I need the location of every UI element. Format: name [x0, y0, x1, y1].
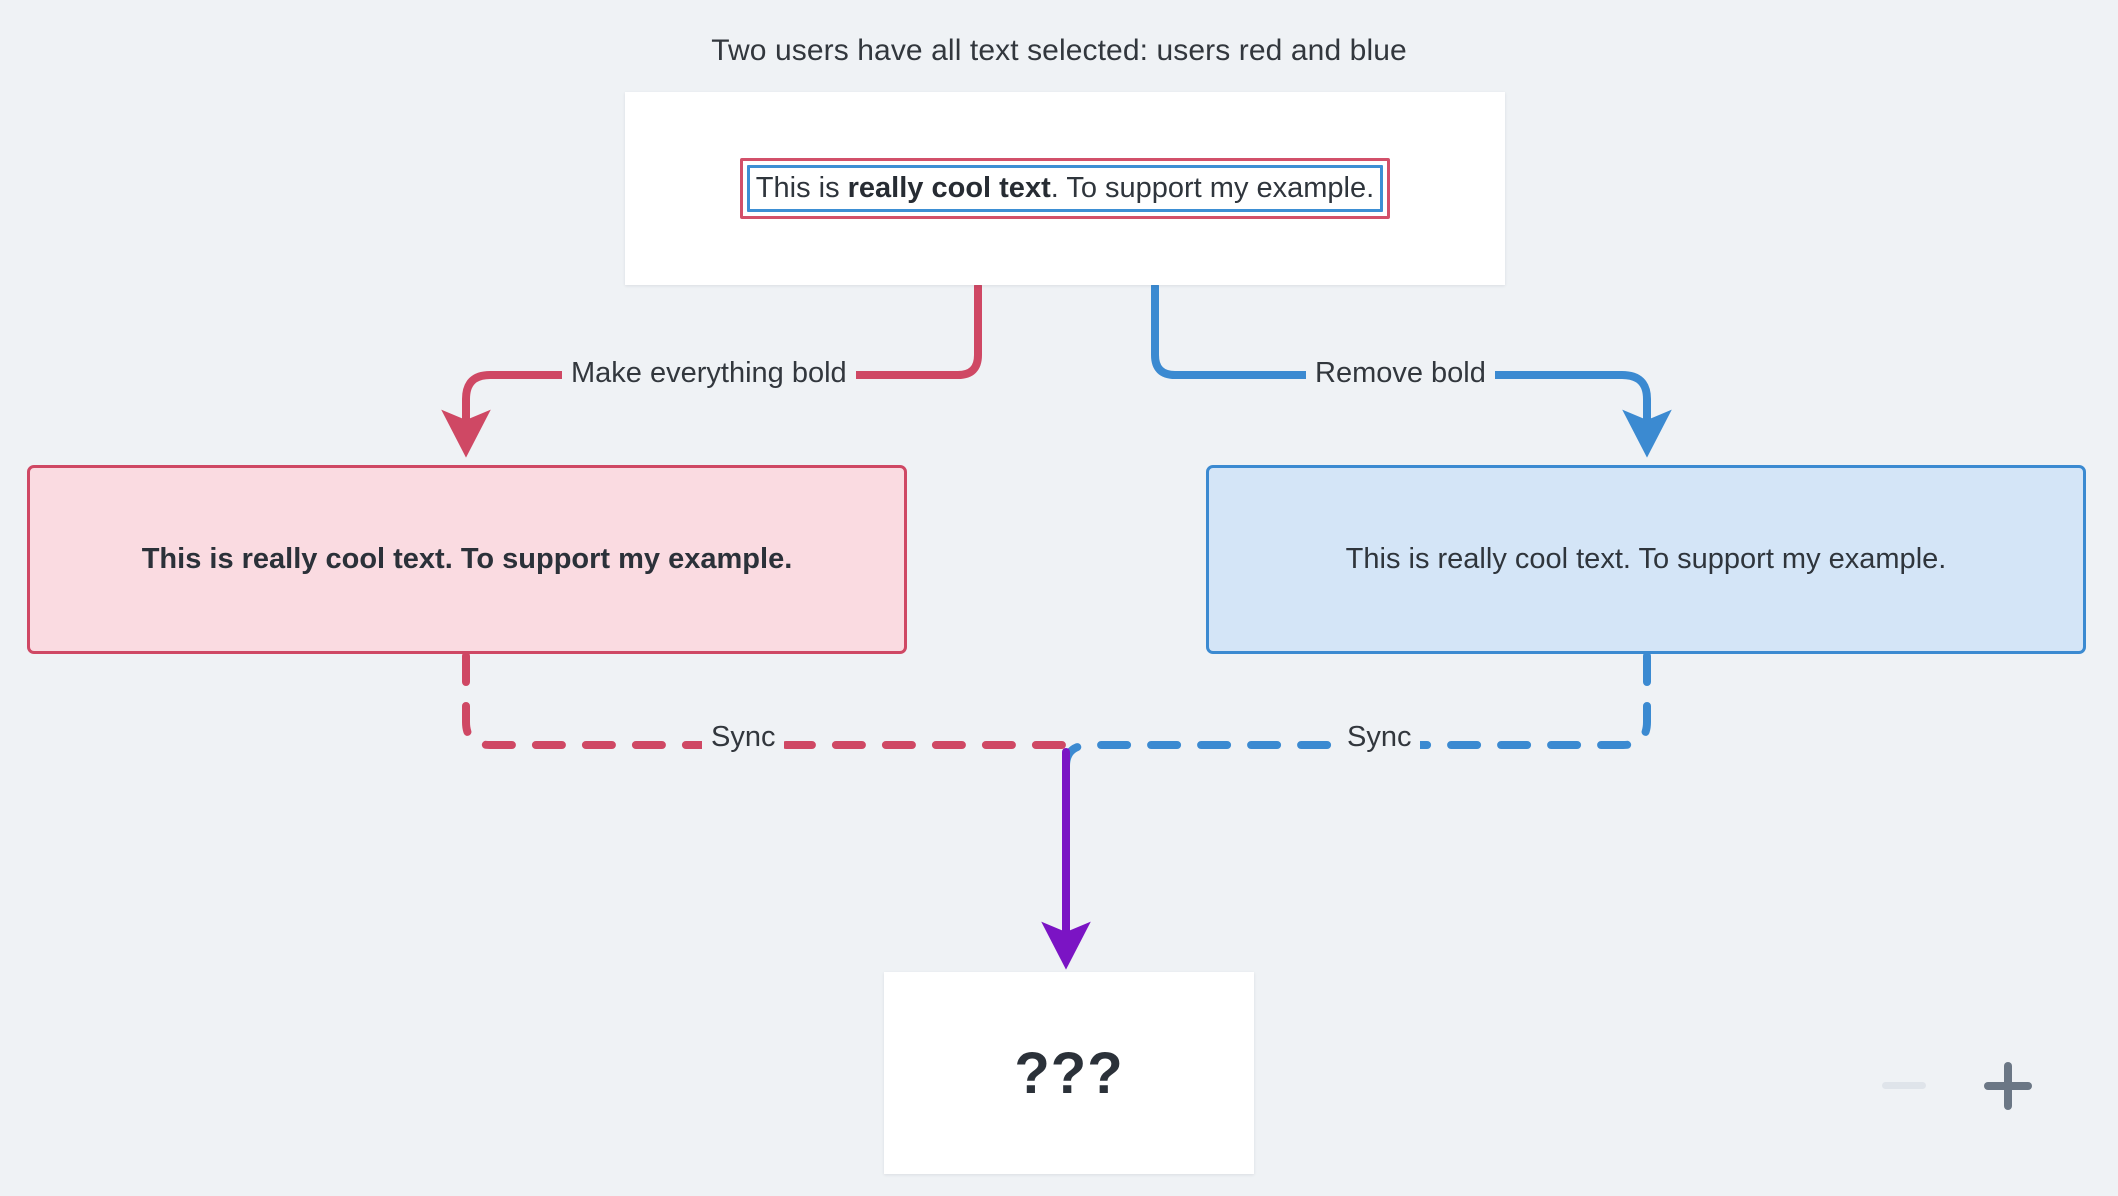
zoom-in-button[interactable] — [1980, 1058, 2036, 1114]
source-text-card[interactable]: This is really cool text. To support my … — [625, 92, 1505, 285]
zoom-controls — [1876, 1058, 2036, 1114]
edge-label-remove-bold: Remove bold — [1306, 359, 1495, 388]
selection-outline-blue: This is really cool text. To support my … — [746, 164, 1384, 213]
plus-icon-vertical — [2004, 1062, 2012, 1110]
result-box-red[interactable]: This is really cool text. To support my … — [27, 465, 907, 654]
edge-label-sync-blue: Sync — [1338, 723, 1421, 752]
minus-icon — [1882, 1082, 1926, 1089]
selection-outline-red: This is really cool text. To support my … — [739, 157, 1391, 220]
result-text-red: This is really cool text. To support my … — [141, 543, 793, 575]
result-box-blue[interactable]: This is really cool text. To support my … — [1206, 465, 2086, 654]
unknown-result-text: ??? — [1014, 1040, 1124, 1106]
source-text-bold: really cool text — [847, 171, 1051, 204]
source-text: This is really cool text. To support my … — [756, 170, 1374, 206]
unknown-result-card[interactable]: ??? — [884, 972, 1254, 1174]
page-title: Two users have all text selected: users … — [711, 34, 1407, 67]
edge-label-make-everything-bold: Make everything bold — [562, 359, 856, 388]
edge-label-sync-red: Sync — [702, 723, 785, 752]
source-text-suffix: . To support my example. — [1050, 171, 1375, 204]
result-text-blue: This is really cool text. To support my … — [1345, 543, 1947, 575]
zoom-out-button[interactable] — [1876, 1058, 1932, 1114]
source-text-prefix: This is — [755, 171, 848, 204]
